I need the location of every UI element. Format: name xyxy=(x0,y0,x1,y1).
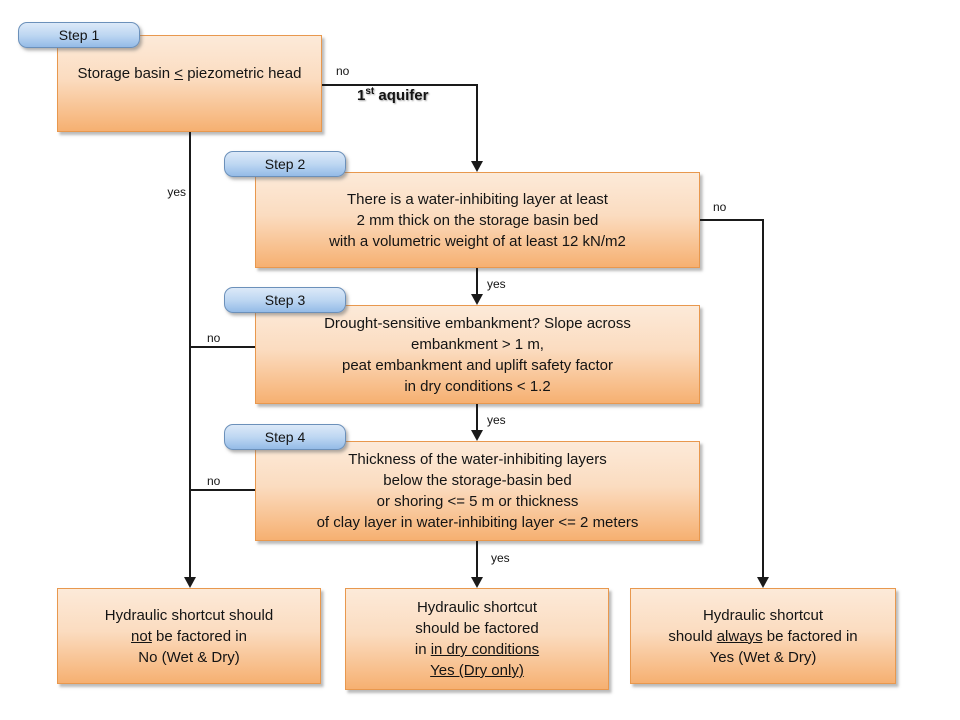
edge-label-step4-yes: yes xyxy=(491,551,510,565)
step2-line1: There is a water-inhibiting layer at lea… xyxy=(347,190,608,208)
edge-line-step3-yes xyxy=(476,404,478,432)
arrowhead-into-step4 xyxy=(471,430,483,441)
step4-line2: below the storage-basin bed xyxy=(383,472,572,489)
outcome-always-line1: Hydraulic shortcut xyxy=(702,606,824,624)
outcome-dry-box: Hydraulic shortcut should be factored in… xyxy=(345,588,609,690)
step4-label: Step 4 xyxy=(224,424,346,450)
step2-label: Step 2 xyxy=(224,151,346,177)
step3-label: Step 3 xyxy=(224,287,346,313)
step4-line3: or shoring <= 5 m or thickness xyxy=(376,493,579,510)
step2-box: There is a water-inhibiting layer at lea… xyxy=(255,172,700,268)
edge-line-step2-yes xyxy=(476,268,478,296)
outcome-not-line1: Hydraulic shortcut should xyxy=(104,606,274,624)
outcome-dry-line1: Hydraulic shortcut xyxy=(416,599,538,616)
step1-label: Step 1 xyxy=(18,22,140,48)
edge-label-step3-no: no xyxy=(207,331,221,345)
arrowhead-into-outcome-not xyxy=(184,577,196,588)
arrowhead-into-step2 xyxy=(471,161,483,172)
outcome-not-line2: not be factored in xyxy=(131,627,247,645)
edge-line-step1-no-horizontal xyxy=(322,84,478,86)
arrowhead-into-step3 xyxy=(471,294,483,305)
edge-label-step2-no: no xyxy=(713,200,727,214)
outcome-dry-line2: should be factored xyxy=(415,620,539,637)
step3-line3: peat embankment and uplift safety factor xyxy=(342,356,613,374)
edge-line-step4-no xyxy=(190,489,255,491)
step2-line3: with a volumetric weight of at least 12 … xyxy=(329,232,626,250)
edge-label-step3-yes: yes xyxy=(487,413,506,427)
edge-label-step4-no: no xyxy=(207,474,221,488)
edge-line-step3-no xyxy=(190,346,255,348)
step3-line2: embankment > 1 m, xyxy=(411,335,544,353)
step4-line4: of clay layer in water-inhibiting layer … xyxy=(316,514,639,531)
step2-line2: 2 mm thick on the storage basin bed xyxy=(356,211,599,229)
edge-line-step2-no-horizontal xyxy=(700,219,764,221)
outcome-always-box: Hydraulic shortcut should always be fact… xyxy=(630,588,896,684)
outcome-always-line2: should always be factored in xyxy=(668,627,858,645)
edge-label-first-aquifer: 1st aquifer xyxy=(357,86,429,105)
outcome-dry-line4: Yes (Dry only) xyxy=(430,662,524,679)
step1-box-text: Storage basin < piezometric head xyxy=(77,65,302,82)
outcome-dry-line3: in in dry conditions xyxy=(414,641,540,658)
step3-box: Drought-sensitive embankment? Slope acro… xyxy=(255,305,700,404)
outcome-not-line3: No (Wet & Dry) xyxy=(138,648,240,666)
arrowhead-into-outcome-dry xyxy=(471,577,483,588)
step3-line1: Drought-sensitive embankment? Slope acro… xyxy=(324,314,631,332)
edge-line-step2-no-vertical xyxy=(762,219,764,579)
edge-label-step1-yes: yes xyxy=(167,185,186,199)
edge-line-step4-yes xyxy=(476,541,478,579)
outcome-always-line3: Yes (Wet & Dry) xyxy=(709,648,817,666)
step4-line1: Thickness of the water-inhibiting layers xyxy=(348,451,607,468)
step3-line4: in dry conditions < 1.2 xyxy=(404,377,551,395)
edge-line-step1-no-vertical xyxy=(476,84,478,162)
step1-box: Storage basin < piezometric head xyxy=(57,35,322,132)
edge-label-step2-yes: yes xyxy=(487,277,506,291)
edge-line-step1-yes-vertical xyxy=(189,132,191,579)
arrowhead-into-outcome-always xyxy=(757,577,769,588)
edge-label-step1-no: no xyxy=(336,64,350,78)
outcome-not-box: Hydraulic shortcut should not be factore… xyxy=(57,588,321,684)
step4-box: Thickness of the water-inhibiting layers… xyxy=(255,441,700,541)
